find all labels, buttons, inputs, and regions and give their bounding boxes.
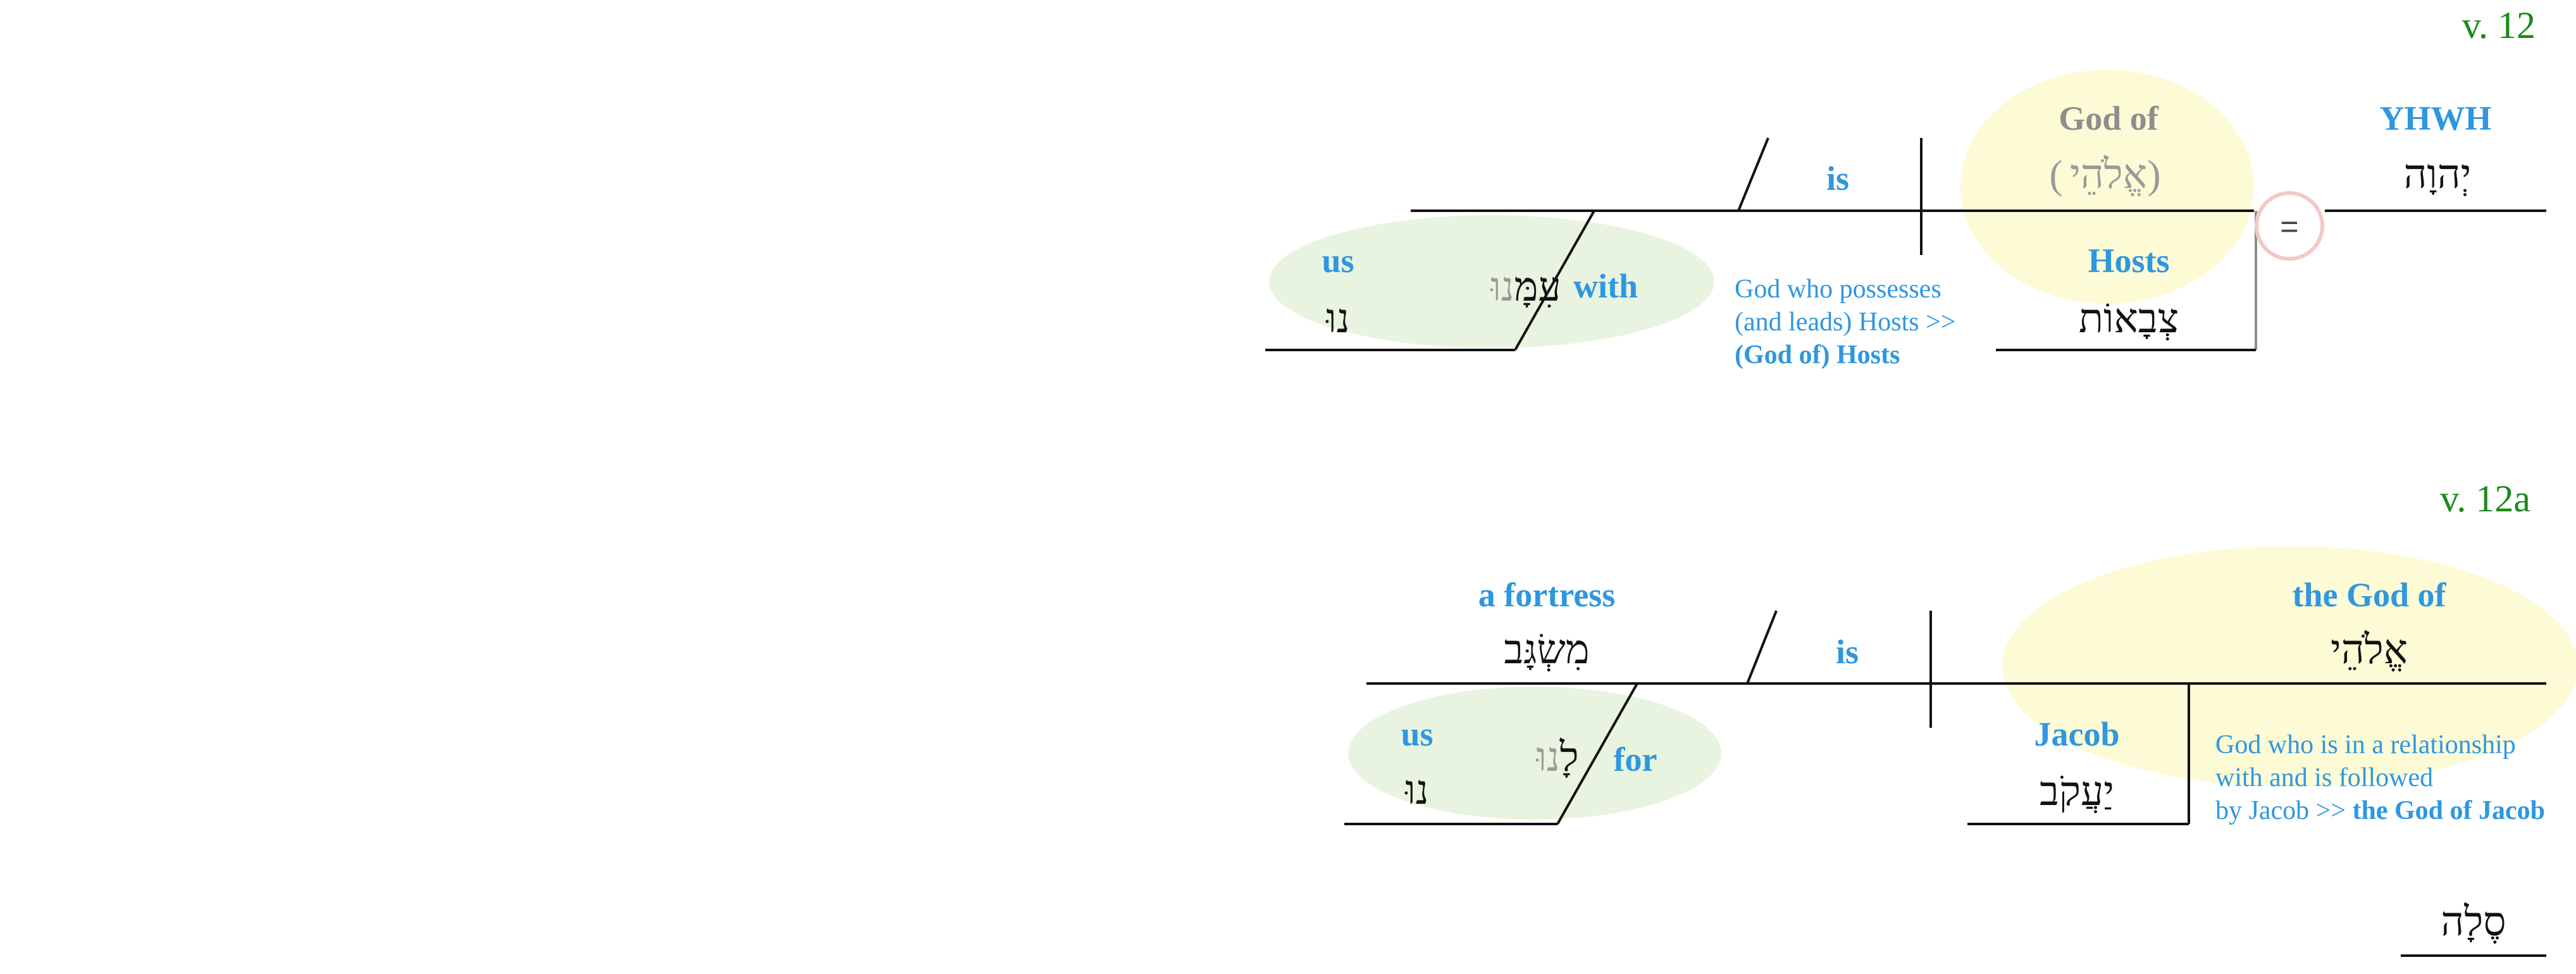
equals-sign: = — [2280, 209, 2298, 244]
predicate-hebrew: אֱלֹהֵי — [2070, 152, 2147, 197]
note-line-2: (and leads) Hosts >> — [1735, 308, 1955, 337]
predicate-english: God of — [2059, 99, 2159, 137]
object-hebrew: נוּ — [1404, 768, 1428, 813]
subject-english: the God of — [2293, 576, 2447, 614]
verse-12-diagram: v. 12 = YHWH יְהוָה is God of ( אֱלֹהֵי … — [1265, 4, 2546, 370]
note-line-1: God who is in a relationship — [2215, 730, 2516, 759]
predicate-paren-close: ) — [2147, 152, 2160, 197]
prep-phrase-highlight — [1269, 215, 1714, 348]
object-hebrew: נוּ — [1325, 296, 1349, 341]
prep-english: for — [1614, 740, 1657, 778]
equals-circle — [2255, 191, 2324, 261]
verse-12a-diagram: v. 12a a fortress מִשְׂגָּב is the God o… — [1344, 478, 2576, 825]
prep-phrase-highlight — [1348, 687, 1721, 820]
selah-hebrew: סֶלָה — [2441, 899, 2506, 944]
predicate-paren-open: ( — [2049, 152, 2062, 197]
predicate-english: a fortress — [1478, 576, 1615, 614]
genitive-hebrew: יַעֲקֹב — [2040, 769, 2114, 814]
subject-hebrew: אֱלֹהֵי — [2331, 627, 2408, 672]
verse-label: v. 12a — [2440, 478, 2530, 520]
predicate-highlight — [1960, 70, 2254, 304]
subject-highlight — [2002, 546, 2576, 787]
genitive-hebrew: צְבָאוֹת — [2079, 296, 2179, 341]
verb-english: is — [1826, 159, 1849, 197]
prep-english: with — [1573, 267, 1638, 305]
note-line-3: by Jacob >> the God of Jacob — [2215, 796, 2545, 825]
object-english: us — [1322, 242, 1354, 280]
verse-label: v. 12 — [2462, 4, 2536, 46]
subject-english: YHWH — [2379, 99, 2491, 137]
complement-slant — [1746, 610, 1778, 684]
note-line-2: with and is followed — [2215, 763, 2433, 792]
prep-slant — [1556, 683, 1638, 825]
prep-hebrew: עִמָּנוּ — [1490, 265, 1561, 309]
prep-slant — [1514, 210, 1595, 351]
note-line-3: (God of) Hosts — [1735, 340, 1900, 370]
complement-slant — [1737, 137, 1769, 211]
subject-hebrew: יְהוָה — [2404, 152, 2472, 197]
genitive-english: Jacob — [2034, 715, 2120, 753]
object-english: us — [1401, 715, 1433, 753]
selah-diagram: סֶלָה — [2401, 899, 2546, 957]
prep-hebrew: לָנוּ — [1535, 735, 1578, 780]
note-line-1: God who possesses — [1735, 275, 1941, 304]
verb-english: is — [1836, 633, 1859, 671]
genitive-english: Hosts — [2088, 242, 2169, 280]
predicate-hebrew: מִשְׂגָּב — [1504, 627, 1589, 672]
